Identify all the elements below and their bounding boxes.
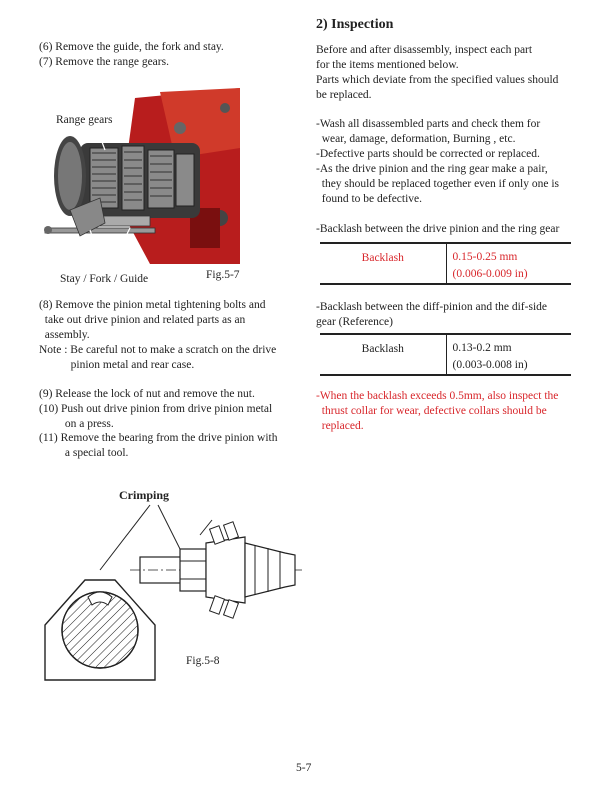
table1-label: Backlash (320, 243, 447, 284)
table1-mm: 0.15-0.25 mm (452, 251, 518, 263)
backlash-table-diff-pinion: Backlash 0.13-0.2 mm (0.003-0.008 in) (320, 333, 571, 376)
bullet-line4: -As the drive pinion and the ring gear m… (316, 163, 548, 175)
table1-title: -Backlash between the drive pinion and t… (316, 223, 560, 235)
stay-fork-guide-label: Stay / Fork / Guide (60, 273, 149, 285)
bullet-line3: -Defective parts should be corrected or … (316, 148, 540, 160)
table2-title-line2: gear (Reference) (316, 316, 393, 328)
step-10-line1: (10) Push out drive pinion from drive pi… (39, 403, 273, 415)
table1-in: (0.006-0.009 in) (452, 268, 528, 280)
warning-line2: thrust collar for wear, defective collar… (316, 405, 547, 417)
step-10-line2: on a press. (39, 418, 114, 430)
fig-5-8-caption: Fig.5-8 (186, 655, 220, 667)
bullet-line5: they should be replaced together even if… (316, 178, 560, 190)
step-8-line2: take out drive pinion and related parts … (39, 314, 246, 326)
bullet-line1: -Wash all disassembled parts and check t… (316, 118, 541, 130)
range-gears-photo (40, 88, 240, 264)
step-11-line1: (11) Remove the bearing from the drive p… (39, 432, 278, 444)
step-11-line2: a special tool. (39, 447, 129, 459)
note-line1: Note : Be careful not to make a scratch … (39, 344, 277, 356)
bullet-line2: wear, damage, deformation, Burning , etc… (316, 133, 516, 145)
range-gears-label: Range gears (56, 113, 113, 128)
warning-line3: replaced. (316, 420, 364, 432)
intro-line1: Before and after disassembly, inspect ea… (316, 44, 533, 56)
backlash-table-ring-gear: Backlash 0.15-0.25 mm (0.006-0.009 in) (320, 242, 571, 285)
intro-line2: for the items mentioned below. (316, 59, 459, 71)
crimping-diagram (40, 485, 310, 685)
warning-line1: -When the backlash exceeds 0.5mm, also i… (316, 390, 559, 402)
step-8-line3: assembly. (39, 329, 90, 341)
table2-in: (0.003-0.008 in) (452, 359, 528, 371)
table2-label: Backlash (320, 334, 447, 375)
section-heading: 2) Inspection (316, 17, 394, 32)
crimping-label: Crimping (119, 488, 170, 502)
intro-line4: be replaced. (316, 89, 372, 101)
table2-title-line1: -Backlash between the diff-pinion and th… (316, 301, 547, 313)
fig-5-7-caption: Fig.5-7 (206, 269, 240, 281)
note-line2: pinion metal and rear case. (39, 359, 195, 371)
step-9: (9) Release the lock of nut and remove t… (39, 388, 255, 400)
bullet-line6: found to be defective. (316, 193, 423, 205)
intro-line3: Parts which deviate from the specified v… (316, 74, 559, 86)
page-number: 5-7 (296, 762, 312, 774)
step-6: (6) Remove the guide, the fork and stay. (39, 41, 224, 53)
step-8-line1: (8) Remove the pinion metal tightening b… (39, 299, 266, 311)
table1-values: 0.15-0.25 mm (0.006-0.009 in) (446, 243, 571, 284)
table2-mm: 0.13-0.2 mm (452, 342, 512, 354)
step-7: (7) Remove the range gears. (39, 56, 169, 68)
table2-values: 0.13-0.2 mm (0.003-0.008 in) (446, 334, 571, 375)
